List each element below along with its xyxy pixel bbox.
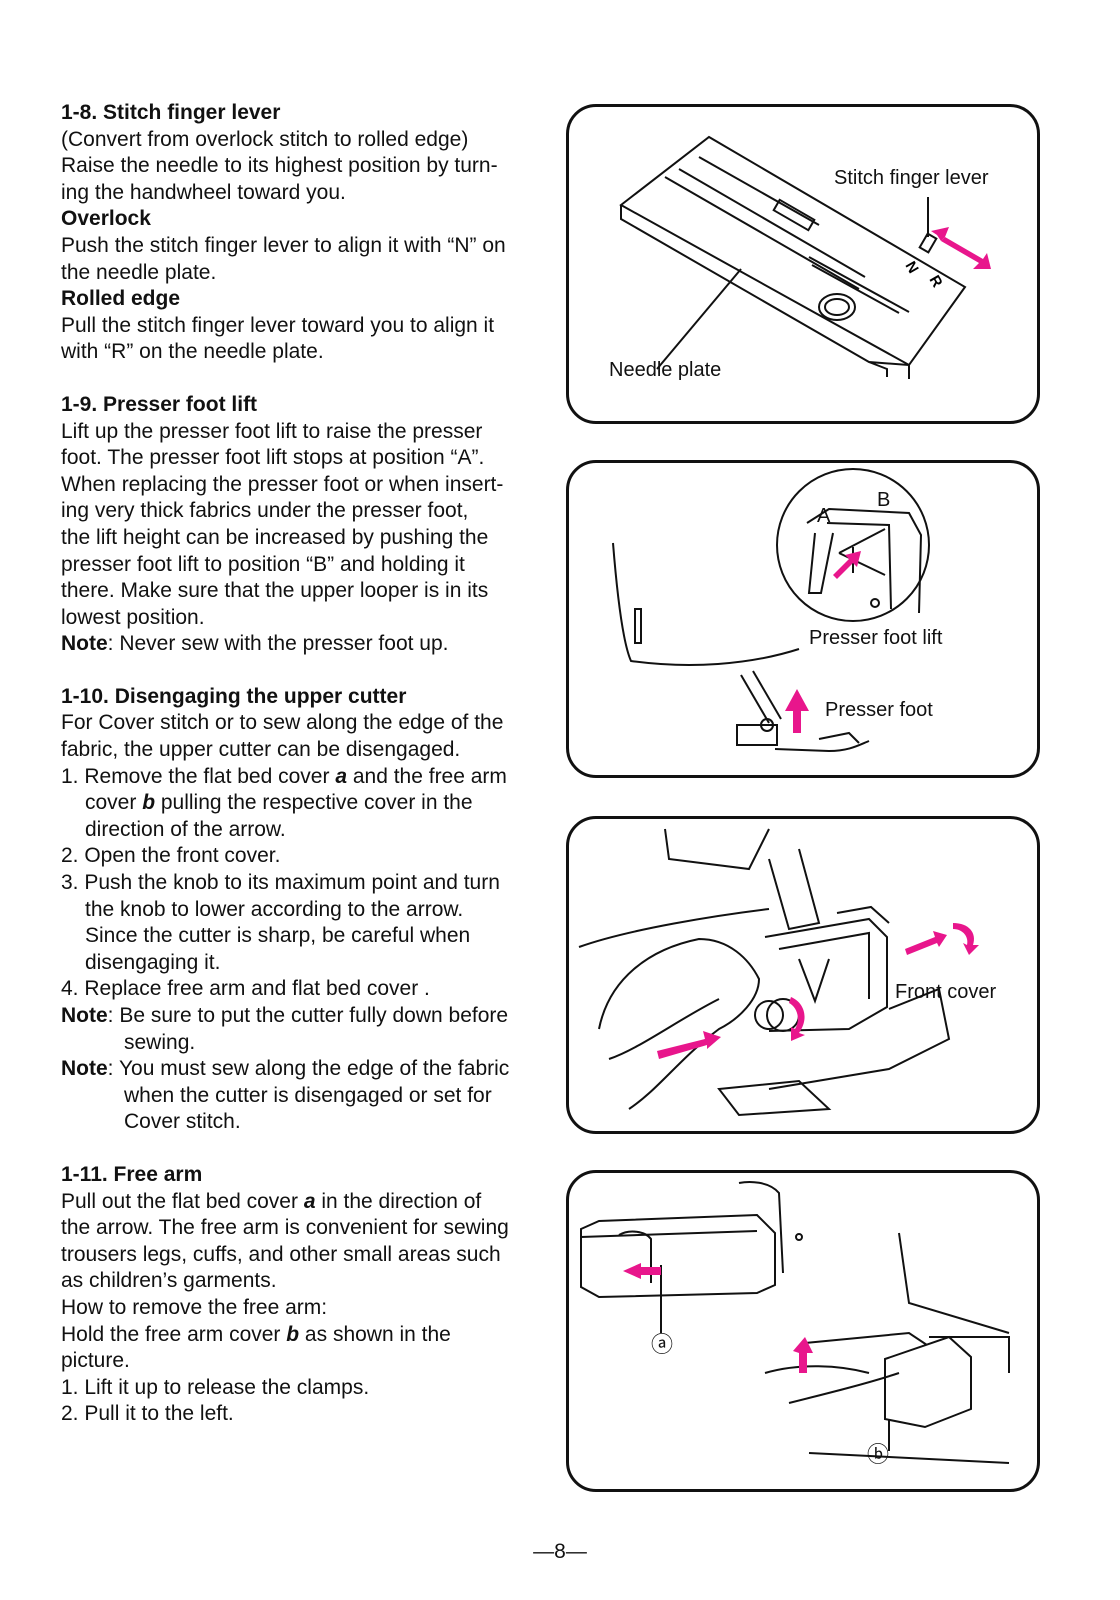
body-line: foot. The presser foot lift stops at pos… [61, 446, 485, 470]
label-ref-b: ⓑ [867, 1442, 890, 1467]
note-label: Note [61, 1004, 108, 1027]
step-line: direction of the arrow. [85, 817, 286, 841]
needle-plate-illustration: N R [619, 135, 991, 379]
body-line: lowest position. [61, 605, 205, 629]
body-line: Push the stitch finger lever to align it… [61, 233, 506, 257]
body-line: presser foot lift to position “B” and ho… [61, 552, 465, 576]
step-line: 4. Replace free arm and flat bed cover . [61, 977, 430, 1001]
ref-a: a [303, 1189, 316, 1213]
label-position-b: B [877, 489, 891, 511]
step-line: Since the cutter is sharp, be careful wh… [85, 924, 471, 948]
double-arrow-icon [931, 227, 991, 269]
step-line: cover b pulling the respective cover in … [85, 791, 473, 815]
step-line: 1. Lift it up to release the clamps. [61, 1375, 370, 1399]
body-line: fabric, the upper cutter can be disengag… [61, 738, 461, 762]
label-presser-foot: Presser foot [825, 699, 933, 721]
presser-foot-illustration [612, 468, 930, 753]
figure-presser-foot-lift: A B Presser foot lift Presser foot [566, 460, 1040, 778]
step-line: 1. Remove the flat bed cover a and the f… [61, 764, 507, 788]
figure-free-arm: ⓐ ⓑ [566, 1170, 1040, 1492]
note-line: Note: Never sew with the presser foot up… [61, 631, 561, 658]
note-line: Note: Be sure to put the cutter fully do… [61, 1004, 509, 1027]
ref-a: a [335, 764, 347, 788]
note-line: when the cutter is disengaged or set for [124, 1083, 492, 1107]
text-column: 1-8. Stitch finger lever (Convert from o… [61, 100, 561, 1428]
note-line: Cover stitch. [124, 1110, 241, 1134]
body-line: ing very thick fabrics under the presser… [61, 499, 469, 523]
label-front-cover: Front cover [895, 981, 997, 1003]
lift-arrow-icon [833, 551, 861, 579]
body-line: as children’s garments. [61, 1269, 277, 1293]
page-number: —8— [533, 1540, 587, 1563]
body-line: picture. [61, 1349, 130, 1373]
subheading-overlock: Overlock [61, 207, 151, 231]
body-line: For Cover stitch or to sew along the edg… [61, 711, 504, 735]
up-arrow-icon [785, 689, 809, 733]
push-arrow-icon [657, 1031, 721, 1059]
body-line: the arrow. The free arm is convenient fo… [61, 1216, 509, 1240]
subheading-rolled-edge: Rolled edge [61, 287, 181, 311]
label-presser-foot-lift: Presser foot lift [809, 627, 943, 649]
body-line: Hold the free arm cover b as shown in th… [61, 1322, 451, 1346]
note-line: sewing. [124, 1030, 196, 1054]
turn-arrow-icon [789, 997, 805, 1041]
body-line: trousers legs, cuffs, and other small ar… [61, 1242, 501, 1266]
cover-arrow-icon [905, 923, 979, 955]
step-line: 3. Push the knob to its maximum point an… [61, 871, 500, 895]
note-line: Note: You must sew along the edge of the… [61, 1057, 510, 1081]
body-line: with “R” on the needle plate. [61, 340, 324, 364]
body-line: the needle plate. [61, 260, 217, 284]
heading-upper-cutter: 1-10. Disengaging the upper cutter [61, 684, 407, 708]
body-line: the lift height can be increased by push… [61, 525, 489, 549]
body-line: Pull out the flat bed cover a in the dir… [61, 1189, 482, 1213]
step-line: 2. Pull it to the left. [61, 1402, 234, 1426]
step-line: 2. Open the front cover. [61, 844, 281, 868]
body-line: When replacing the presser foot or when … [61, 472, 504, 496]
label-stitch-finger-lever: Stitch finger lever [834, 167, 989, 189]
ref-b: b [142, 791, 156, 815]
body-line: ing the handwheel toward you. [61, 180, 346, 204]
ref-b: b [286, 1322, 300, 1346]
step-line: the knob to lower according to the arrow… [85, 897, 464, 921]
left-arrow-icon [623, 1263, 661, 1279]
free-arm-illustration [580, 1181, 1010, 1464]
note-label: Note [61, 632, 108, 656]
heading-presser-foot-lift: 1-9. Presser foot lift [61, 392, 258, 416]
body-line: Lift up the presser foot lift to raise t… [61, 419, 483, 443]
note-label: Note [61, 1057, 108, 1081]
lift-arrow-icon [793, 1337, 813, 1373]
body-line: Raise the needle to its highest position… [61, 154, 498, 178]
label-position-a: A [817, 505, 831, 527]
body-line: (Convert from overlock stitch to rolled … [61, 127, 469, 151]
cutter-illustration [578, 828, 979, 1117]
body-line: there. Make sure that the upper looper i… [61, 579, 489, 603]
label-needle-plate: Needle plate [609, 359, 722, 381]
note-text: : Never sew with the presser foot up. [107, 632, 449, 656]
body-line: Pull the stitch finger lever toward you … [61, 313, 495, 337]
heading-stitch-finger-lever: 1-8. Stitch finger lever [61, 101, 281, 124]
heading-free-arm: 1-11. Free arm [61, 1162, 203, 1186]
label-ref-a: ⓐ [651, 1332, 674, 1357]
figure-needle-plate: N R Stitch finger lever Needle plate [566, 104, 1040, 424]
step-line: disengaging it. [85, 950, 221, 974]
figure-upper-cutter: Front cover [566, 816, 1040, 1134]
body-line: How to remove the free arm: [61, 1295, 328, 1319]
